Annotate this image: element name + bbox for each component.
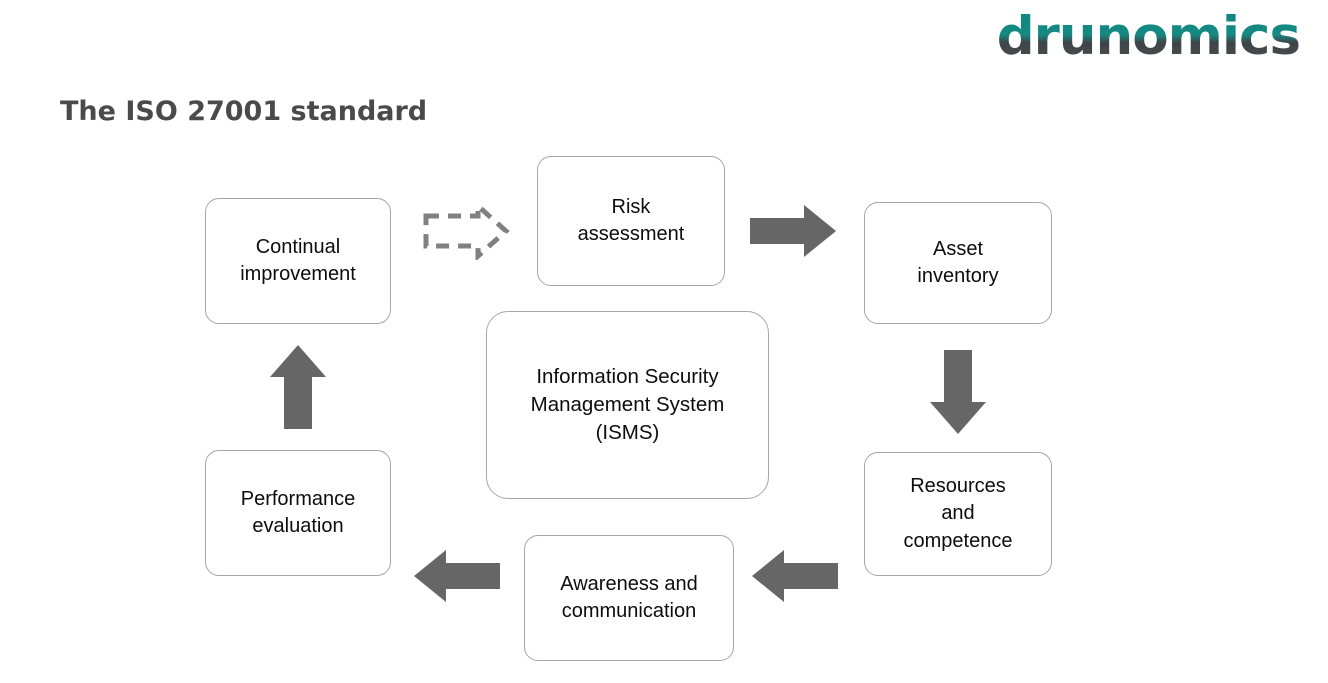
arrow-awareness-to-performance	[414, 550, 500, 602]
node-asset-inventory: Asset inventory	[864, 202, 1052, 324]
brand-logo-text: drunomics	[996, 5, 1301, 67]
node-continual-improvement-label: Continual improvement	[240, 235, 356, 285]
node-performance-evaluation: Performance evaluation	[205, 450, 391, 576]
node-isms: Information Security Management System (…	[486, 311, 769, 499]
node-resources-and-competence: Resources and competence	[864, 452, 1052, 576]
arrow-performance-to-continual-improvement	[270, 345, 326, 429]
node-continual-improvement: Continual improvement	[205, 198, 391, 324]
node-asset-inventory-label: Asset inventory	[917, 237, 999, 287]
node-resources-and-competence-label: Resources and competence	[903, 475, 1013, 552]
brand-logo: drunomics	[996, 5, 1301, 67]
node-awareness-and-communication: Awareness and communication	[524, 535, 734, 661]
node-risk-assessment-label: Risk assessment	[577, 195, 685, 245]
node-awareness-and-communication-label: Awareness and communication	[560, 572, 698, 622]
page-title: The ISO 27001 standard	[60, 96, 428, 127]
node-isms-label: Information Security Management System (…	[530, 365, 725, 444]
node-performance-evaluation-label: Performance evaluation	[240, 487, 356, 537]
arrow-resources-to-awareness	[752, 550, 838, 602]
arrow-asset-inventory-to-resources	[930, 350, 986, 434]
node-risk-assessment: Risk assessment	[537, 156, 725, 286]
arrow-risk-assessment-to-asset-inventory	[750, 205, 836, 257]
arrow-continual-improvement-to-risk-assessment	[420, 202, 512, 260]
